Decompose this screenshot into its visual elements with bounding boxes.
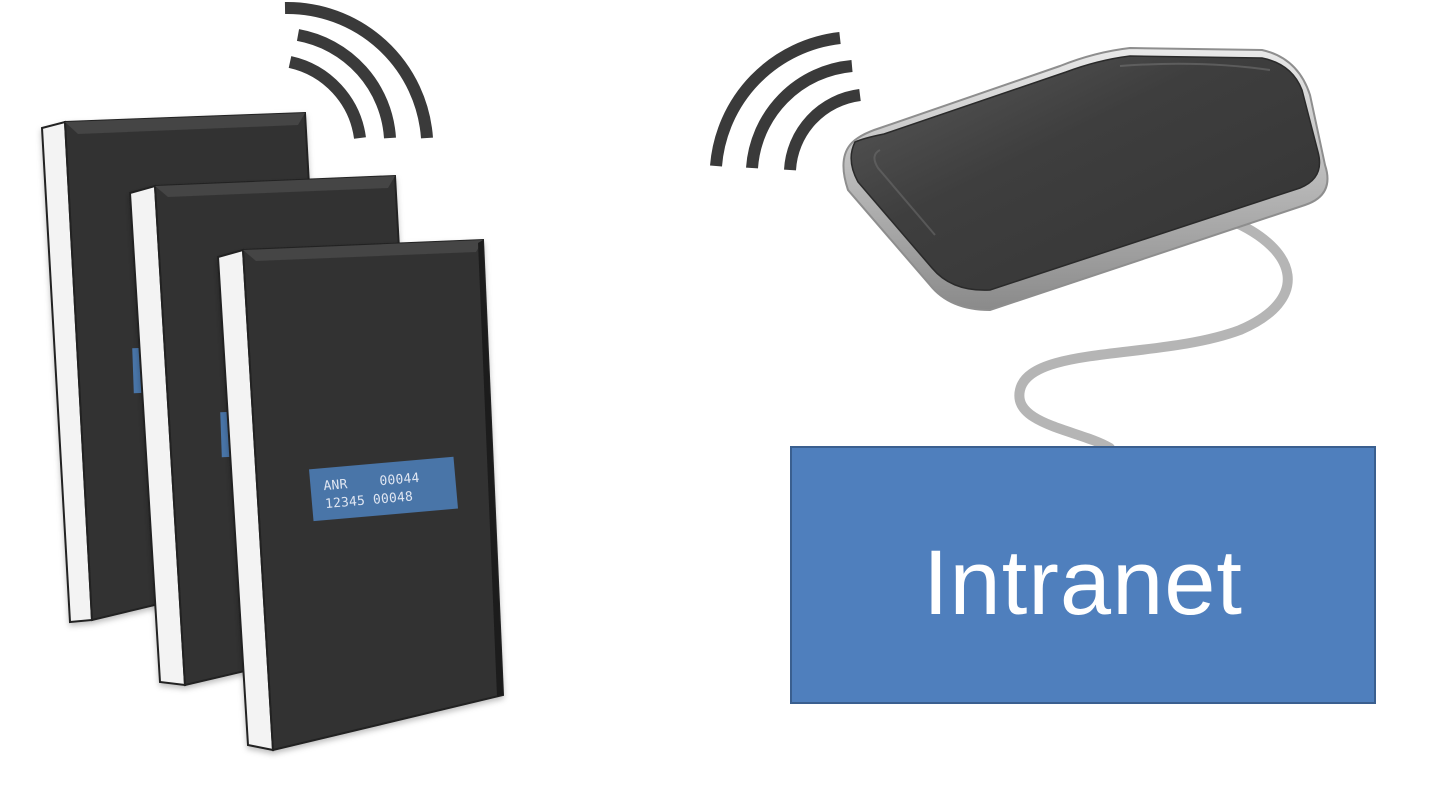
wireless-access-point-icon [842, 46, 1329, 312]
intranet-label: Intranet [923, 531, 1243, 634]
device-display: ANR 00044 12345 00048 [309, 456, 458, 522]
device-signal-icon [284, 1, 433, 139]
device-front: ANR 00044 12345 00048 [216, 238, 505, 752]
access-point-signal-icon [710, 32, 861, 171]
network-cable [1014, 215, 1293, 453]
intranet-box: Intranet [790, 446, 1376, 704]
